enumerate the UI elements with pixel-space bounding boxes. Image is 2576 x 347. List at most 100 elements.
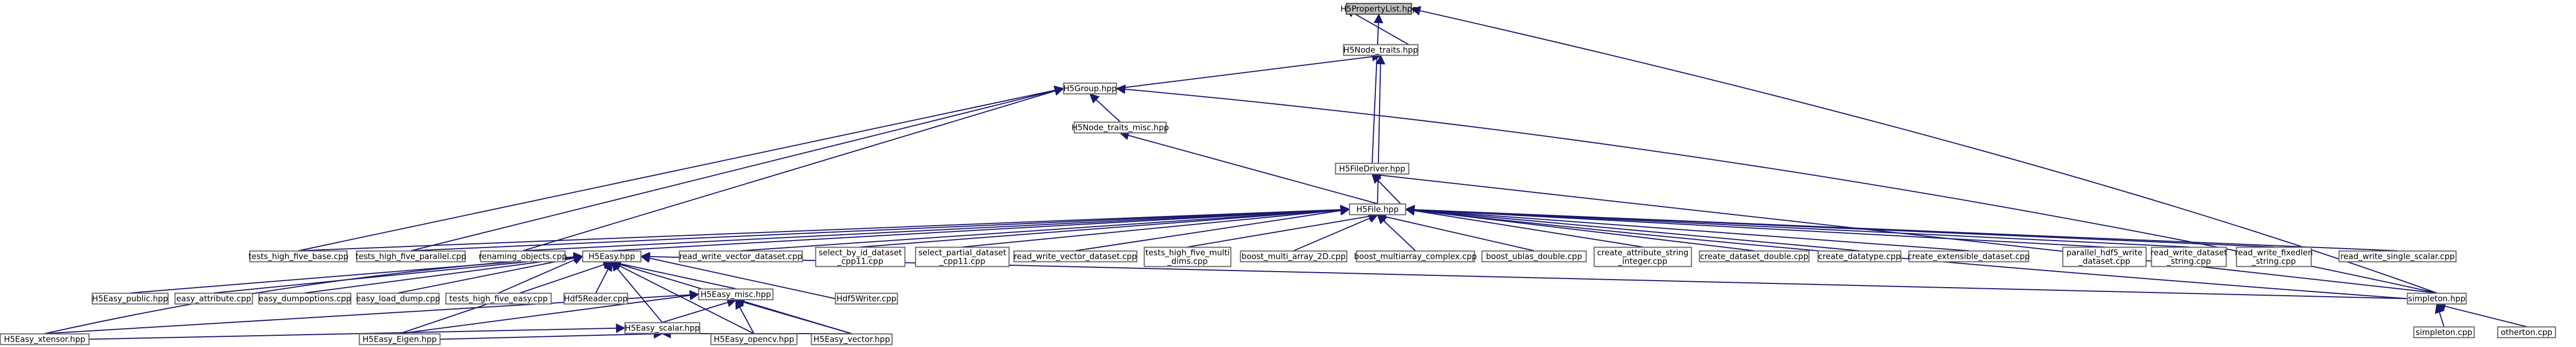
node-create-extensible-dataset[interactable]: create_extensible_dataset.cpp [1908,250,2030,263]
node-label: boost_multi_array_2D.cpp [1242,252,1346,262]
node-tests-high-five-base[interactable]: tests_high_five_base.cpp [248,250,348,263]
node-otherton-cpp[interactable]: otherton.cpp [2497,326,2556,338]
node-box [356,292,440,305]
node-label: simpleton.cpp [2416,328,2472,337]
edge-h5easy-eigen-to-h5easy-scalar [440,329,664,340]
node-select-by-id-dataset[interactable]: select_by_id_dataset_cpp11.cpp [815,246,906,267]
edge-hdf5writer-to-h5easy [640,253,836,299]
node-hdf5writer[interactable]: Hdf5Writer.cpp [835,292,898,305]
node-label: read_write_fixedlen [2235,248,2313,258]
node-label: read_write_dataset [2151,248,2227,258]
node-label: H5Node_traits.hpp [1343,45,1418,56]
edge-simpleton-hpp-to-h5group [1116,84,2437,294]
node-box [624,322,701,334]
node-label: tests_high_five_parallel.cpp [355,252,466,262]
node-easy-attribute[interactable]: easy_attribute.cpp [174,292,253,305]
node-h5easy-scalar[interactable]: H5Easy_scalar.hpp [624,322,701,334]
node-h5easy-eigen[interactable]: H5Easy_Eigen.hpp [359,333,441,345]
node-renaming-objects[interactable]: renaming_objects.cpp [479,250,567,263]
edge-create-attribute-string-integer-to-h5file [1405,206,1643,248]
node-h5easy-opencv[interactable]: H5Easy_opencv.hpp [710,333,798,345]
node-box [710,333,798,345]
node-h5easy[interactable]: H5Easy.hpp [582,250,642,263]
edge-tests-high-five-parallel-to-h5file [410,205,1350,251]
node-simpleton-hpp[interactable]: simpleton.hpp [2407,292,2467,305]
node-tests-high-five-parallel[interactable]: tests_high_five_parallel.cpp [355,250,466,263]
edge-read-write-single-scalar-to-h5file [1405,205,2398,251]
edge-read-write-dataset-string-to-h5file [1405,205,2189,248]
node-box [2413,326,2475,338]
edge-h5easy-xtensor-to-h5easy-scalar [89,323,626,340]
node-h5node-traits-misc[interactable]: H5Node_traits_misc.hpp [1071,121,1169,134]
node-h5file[interactable]: H5File.hpp [1349,203,1406,215]
edge-h5file-to-h5node-traits-misc [1119,130,1378,204]
edge-h5easy-scalar-to-h5easy-misc [662,298,737,323]
node-parallel-hdf5-write-dataset[interactable]: parallel_hdf5_write_dataset.cpp [2062,246,2147,267]
node-h5filedriver[interactable]: H5FileDriver.hpp [1335,163,1410,175]
edge-h5node-traits-misc-to-h5group [1089,93,1121,122]
node-h5group[interactable]: H5Group.hpp [1063,82,1117,95]
node-h5easy-misc[interactable]: H5Easy_misc.hpp [698,288,774,300]
node-create-attribute-string-integer[interactable]: create_attribute_string_integer.cpp [1593,246,1692,267]
edge-layer [44,6,2527,340]
node-box [1073,121,1167,134]
node-label: H5Easy_vector.hpp [813,335,890,345]
node-boost-ublas-double[interactable]: boost_ublas_double.cpp [1481,250,1587,263]
edge-h5easy-xtensor-to-h5easy [44,252,583,334]
node-easy-dumpoptions[interactable]: easy_dumpoptions.cpp [258,292,352,305]
node-read-write-single-scalar[interactable]: read_write_single_scalar.cpp [2338,250,2457,263]
node-box [1335,163,1410,175]
node-label: create_attribute_string [1597,248,1688,258]
node-label: select_partial_dataset [919,248,1007,258]
node-read-write-vector-dataset-2[interactable]: read_write_vector_dataset.cpp [1013,250,1138,263]
node-label: H5File.hpp [1356,205,1398,214]
node-hdf5reader[interactable]: Hdf5Reader.cpp [563,292,628,305]
node-read-write-vector-dataset-1[interactable]: read_write_vector_dataset.cpp [679,250,803,263]
node-box [698,288,774,300]
node-label: Hdf5Writer.cpp [836,294,896,304]
edge-h5group-to-h5node-traits [1116,52,1382,89]
node-boost-multi-array-2d[interactable]: boost_multi_array_2D.cpp [1240,250,1348,263]
node-create-datatype[interactable]: create_datatype.cpp [1817,250,1902,263]
node-box [1481,250,1587,263]
node-label: otherton.cpp [2501,328,2552,337]
node-read-write-dataset-string[interactable]: read_write_dataset_string.cpp [2151,246,2227,267]
node-label: H5Group.hpp [1063,84,1117,94]
node-h5node-traits[interactable]: H5Node_traits.hpp [1343,44,1419,56]
edge-boost-ublas-double-to-h5file [1376,212,1535,251]
node-select-partial-dataset[interactable]: select_partial_dataset_cpp11.cpp [915,246,1010,267]
node-create-dataset-double[interactable]: create_dataset_double.cpp [1699,250,1810,263]
node-h5easy-public[interactable]: H5Easy_public.hpp [91,292,169,305]
node-label: H5Easy_misc.hpp [701,290,771,300]
node-box [1908,250,2029,263]
node-simpleton-cpp[interactable]: simpleton.cpp [2413,326,2475,338]
node-label: read_write_single_scalar.cpp [2340,252,2455,262]
node-tests-high-five-multi-dims[interactable]: tests_high_five_multi_dims.cpp [1143,246,1232,267]
node-label: H5PropertyList.hpp [1341,4,1418,14]
node-tests-high-five-easy[interactable]: tests_high_five_easy.cpp [445,292,552,305]
node-box [835,292,898,305]
node-easy-load-dump[interactable]: easy_load_dump.cpp [356,292,440,305]
node-label: easy_dumpoptions.cpp [259,294,351,304]
node-label: H5FileDriver.hpp [1339,164,1405,174]
node-box [2062,246,2147,267]
edge-renaming-objects-to-h5file [523,205,1350,251]
edge-select-partial-dataset-to-h5file [962,205,1350,248]
edge-h5easy-misc-to-h5easy [611,259,736,289]
node-h5easy-vector[interactable]: H5Easy_vector.hpp [811,333,893,345]
node-box [249,250,348,263]
node-box [1240,250,1348,263]
edge-tests-high-five-parallel-to-h5group [410,86,1064,251]
edge-h5easy-eigen-to-h5easy-misc [399,290,699,334]
node-label: Hdf5Reader.cpp [564,294,627,304]
node-h5easy-xtensor[interactable]: H5Easy_xtensor.hpp [0,333,90,345]
node-label: H5Easy_public.hpp [92,294,168,304]
edge-tests-high-five-base-to-h5file [298,205,1350,251]
node-boost-multiarray-complex[interactable]: boost_multiarray_complex.cpp [1354,250,1477,263]
node-box [480,250,566,263]
node-label: create_datatype.cpp [1818,252,1901,262]
node-h5propertylist[interactable]: H5PropertyList.hpp [1341,3,1418,15]
node-label: read_write_vector_dataset.cpp [1014,252,1137,262]
node-read-write-fixedlen-string[interactable]: read_write_fixedlen_string.cpp [2235,246,2313,267]
